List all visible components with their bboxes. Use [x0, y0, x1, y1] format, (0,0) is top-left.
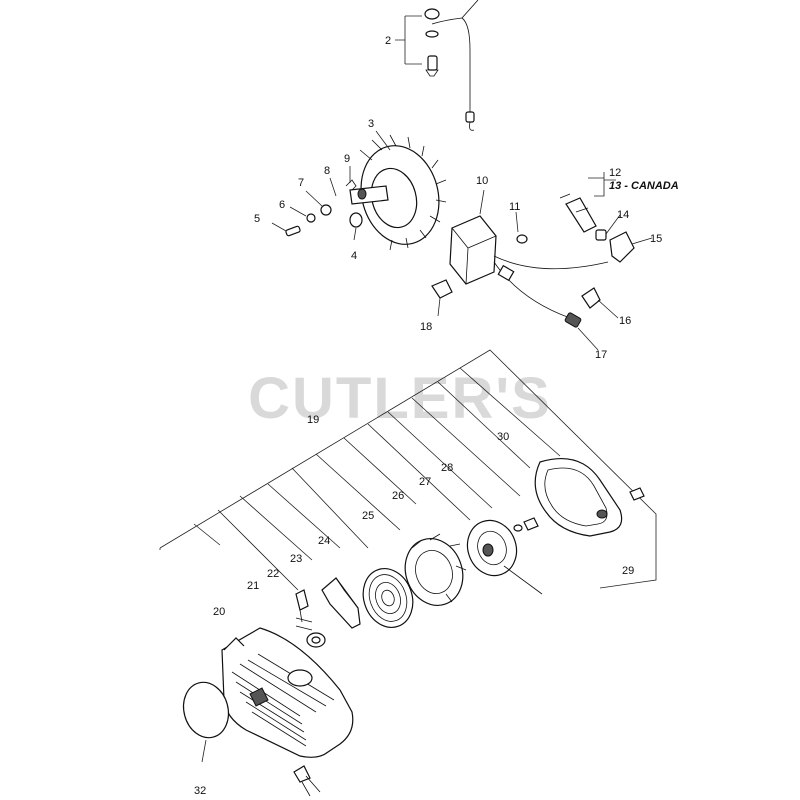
callout-18: 18 [420, 321, 432, 333]
callout-6: 6 [279, 199, 285, 211]
callout-7: 7 [298, 177, 304, 189]
part-2-fittings [395, 8, 440, 77]
callout-4: 4 [351, 250, 357, 262]
callout-17: 17 [595, 349, 607, 361]
callout-8: 8 [324, 165, 330, 177]
spark-plug [559, 172, 653, 351]
callout-2: 2 [385, 35, 391, 47]
callout-15: 15 [650, 233, 662, 245]
callout-27: 27 [419, 476, 431, 488]
rope-reel [466, 517, 543, 595]
callout-10: 10 [476, 175, 488, 187]
starter-pulley [404, 533, 467, 606]
parts-4-9-hardware [271, 130, 391, 241]
callout-29: 29 [622, 565, 634, 577]
watermark-text: CUTLER'S [248, 366, 552, 431]
callout-5: 5 [254, 213, 260, 225]
callout-19: 19 [307, 414, 319, 426]
callout-9: 9 [344, 153, 350, 165]
callout-labels: 2 3 4 5 6 7 8 9 10 11 12 13 - CANADA 14 … [194, 35, 679, 797]
ignition-coil [431, 189, 609, 328]
callout-25: 25 [362, 510, 374, 522]
cover-seal [182, 681, 230, 763]
recoil-spring [362, 568, 414, 628]
callout-20: 20 [213, 606, 225, 618]
callout-26: 26 [392, 490, 404, 502]
ratchet-pawl [321, 577, 361, 629]
callout-14: 14 [617, 209, 629, 221]
callout-13-canada: 13 - CANADA [609, 180, 679, 192]
wire-assembly [431, 0, 479, 131]
callout-23: 23 [290, 553, 302, 565]
starter-plate [534, 458, 645, 537]
callout-11: 11 [509, 201, 520, 213]
callout-3: 3 [368, 118, 374, 130]
parts-21-22 [295, 589, 326, 648]
callout-16: 16 [619, 315, 631, 327]
callout-12: 12 [609, 167, 621, 179]
starter-cover [221, 627, 354, 758]
assembly-bracket [159, 349, 657, 591]
flywheel [349, 134, 447, 251]
callout-22: 22 [267, 568, 279, 580]
cover-screw [293, 765, 321, 797]
callout-30: 30 [497, 431, 509, 443]
callout-28: 28 [441, 462, 453, 474]
callout-24: 24 [318, 535, 330, 547]
callout-32: 32 [194, 785, 206, 797]
callout-21: 21 [247, 580, 259, 592]
